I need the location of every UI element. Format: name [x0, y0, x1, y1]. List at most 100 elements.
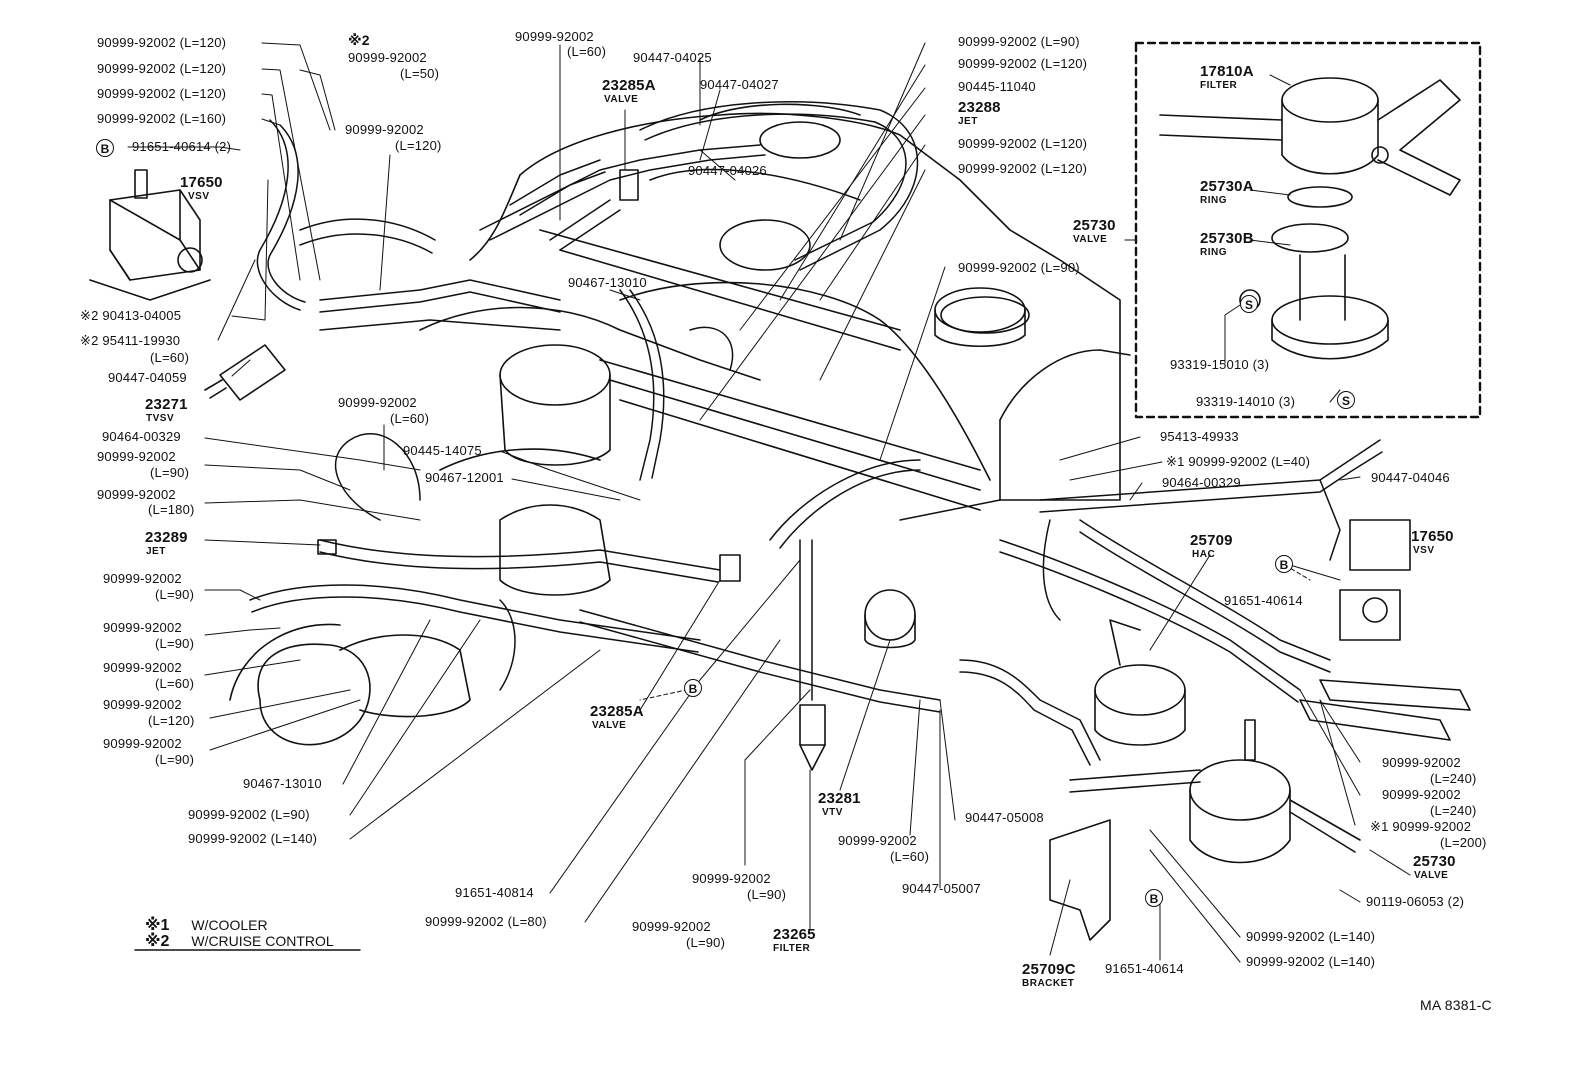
part-label: 90467-12001	[425, 470, 504, 485]
part-label: (L=90)	[155, 752, 195, 767]
legend-mark: ※2	[145, 933, 170, 950]
part-label: 90999-92002	[345, 122, 424, 137]
part-label: 90467-13010	[568, 275, 647, 290]
part-label: 90447-04046	[1371, 470, 1450, 485]
engine-outline	[230, 104, 1130, 744]
part-number: 23285A	[590, 703, 644, 720]
part-label: (L=60)	[567, 44, 607, 59]
part-label: ※2	[348, 32, 370, 48]
part-label: 90999-92002	[692, 871, 771, 886]
part-label: (L=240)	[1430, 803, 1477, 818]
part-label: 90447-05007	[902, 881, 981, 896]
callout-b: B	[96, 139, 114, 157]
part-label: 90999-92002 (L=140)	[1246, 954, 1376, 969]
part-label: (L=60)	[390, 411, 430, 426]
part-label: 90999-92002	[103, 697, 182, 712]
part-label: 90464-00329	[1162, 475, 1241, 490]
part-number: 17650	[180, 174, 223, 191]
legend-item-cruise-control: ※2 W/CRUISE CONTROL	[145, 933, 334, 950]
part-label: 90999-92002	[1382, 755, 1461, 770]
part-name: VALVE	[604, 94, 639, 105]
part-label: ※2 95411-19930	[80, 333, 181, 348]
part-name: RING	[1200, 247, 1227, 258]
part-name: JET	[146, 546, 166, 557]
part-label: 90999-92002	[97, 449, 176, 464]
part-name: RING	[1200, 195, 1227, 206]
part-label: 90999-92002 (L=120)	[958, 161, 1088, 176]
part-label: 90999-92002	[103, 620, 182, 635]
part-label: 90999-92002	[103, 571, 182, 586]
part-number: 17650	[1411, 528, 1454, 545]
part-label: (L=60)	[890, 849, 930, 864]
leader-lines	[128, 43, 1410, 962]
part-name: FILTER	[773, 943, 811, 954]
part-label: 90999-92002 (L=120)	[97, 86, 227, 101]
part-number: 17810A	[1200, 63, 1254, 80]
part-name: VALVE	[592, 720, 627, 731]
part-label: 90999-92002	[515, 29, 594, 44]
part-label: 90999-92002 (L=120)	[958, 136, 1088, 151]
part-label: 90999-92002 (L=90)	[958, 260, 1080, 275]
part-label: 90119-06053 (2)	[1366, 894, 1465, 909]
legend-item-cooler: ※1 W/COOLER	[145, 917, 268, 934]
part-label: 90999-92002 (L=90)	[188, 807, 310, 822]
part-label: 90445-11040	[958, 79, 1036, 94]
callout-b: B	[1145, 889, 1163, 907]
part-name: VSV	[1413, 545, 1435, 556]
part-label: 90999-92002 (L=120)	[958, 56, 1088, 71]
part-label: 93319-14010 (3)	[1196, 394, 1296, 409]
callout-s: S	[1337, 391, 1355, 409]
part-label: 91651-40614	[1105, 961, 1184, 976]
part-label: 90467-13010	[243, 776, 322, 791]
part-name: TVSV	[146, 413, 175, 424]
part-label: (L=240)	[1430, 771, 1477, 786]
part-label: 91651-40614 (2)	[132, 139, 232, 154]
part-label: 90999-92002 (L=80)	[425, 914, 547, 929]
hoses	[250, 102, 1382, 765]
part-label: 90999-92002	[103, 660, 182, 675]
part-label: (L=90)	[155, 636, 195, 651]
part-label: (L=120)	[148, 713, 195, 728]
part-name: VSV	[188, 191, 210, 202]
components	[90, 170, 1470, 940]
part-label: 91651-40614	[1224, 593, 1303, 608]
part-label: 90999-92002 (L=160)	[97, 111, 227, 126]
part-label: 90447-04026	[688, 163, 767, 178]
part-number: 25709	[1190, 532, 1233, 549]
part-label: (L=90)	[747, 887, 787, 902]
part-name: VALVE	[1414, 870, 1449, 881]
part-label: (L=60)	[155, 676, 195, 691]
callout-b: B	[684, 679, 702, 697]
part-label: 95413-49933	[1160, 429, 1239, 444]
part-number: 23271	[145, 396, 188, 413]
part-label: 90999-92002	[838, 833, 917, 848]
part-label: 90999-92002 (L=140)	[188, 831, 318, 846]
part-label: 90999-92002	[632, 919, 711, 934]
part-number: 25730A	[1200, 178, 1254, 195]
part-label: ※1 90999-92002	[1370, 819, 1472, 834]
drawing-id: MA 8381-C	[1420, 997, 1492, 1013]
part-label: 93319-15010 (3)	[1170, 357, 1270, 372]
part-label: (L=120)	[395, 138, 442, 153]
legend-text: W/COOLER	[191, 917, 268, 933]
part-label: 90445-14075	[403, 443, 482, 458]
part-number: 25709C	[1022, 961, 1076, 978]
part-label: 90999-92002	[338, 395, 417, 410]
part-label: (L=50)	[400, 66, 440, 81]
part-label: 90999-92002	[97, 487, 176, 502]
part-label: (L=90)	[155, 587, 195, 602]
part-name: HAC	[1192, 549, 1216, 560]
part-number: 25730	[1413, 853, 1456, 870]
part-name: VTV	[822, 807, 843, 818]
part-name: VALVE	[1073, 234, 1108, 245]
part-label: ※2 90413-04005	[80, 308, 182, 323]
part-number: 23265	[773, 926, 816, 943]
part-label: 90999-92002	[103, 736, 182, 751]
part-label: (L=60)	[150, 350, 190, 365]
part-name: JET	[958, 116, 978, 127]
part-number: 25730	[1073, 217, 1116, 234]
part-label: 90999-92002 (L=120)	[97, 35, 227, 50]
detail-inset	[1136, 43, 1480, 417]
part-number: 25730B	[1200, 230, 1254, 247]
